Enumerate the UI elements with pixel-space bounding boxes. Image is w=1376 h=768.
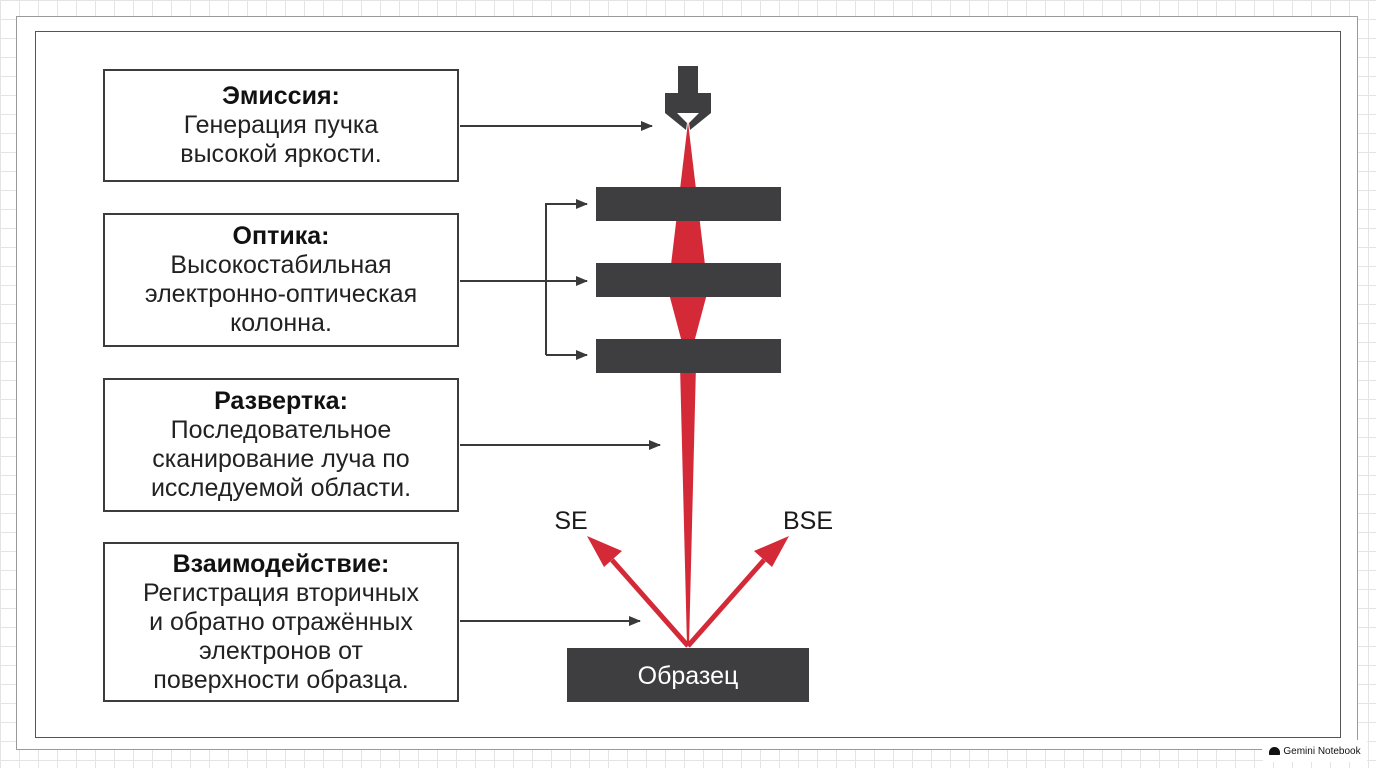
electron-beam-upper (668, 122, 708, 365)
scan-step-title: Развертка: (214, 387, 348, 415)
optics-connector-bracket (460, 199, 588, 360)
emission-step-box: Эмиссия: Генерация пучка высокой яркости… (103, 69, 459, 182)
optics-step-text: Высокостабильная электронно-оптическая к… (144, 251, 418, 337)
emission-step-title: Эмиссия: (222, 82, 340, 110)
optics-step-box: Оптика: Высокостабильная электронно-опти… (103, 213, 459, 347)
optics-step-title: Оптика: (232, 222, 330, 250)
electron-gun-icon (665, 66, 711, 130)
condenser-lens-1 (596, 187, 781, 221)
interaction-step-box: Взаимодействие: Регистрация вторичных и … (103, 542, 459, 702)
bse-emission-arrow (686, 536, 789, 648)
interaction-step-text: Регистрация вторичных и обратно отражённ… (142, 578, 420, 694)
se-emission-arrow (587, 536, 690, 648)
slide-inner-frame (35, 31, 1341, 738)
emission-step-text: Генерация пучка высокой яркости. (180, 111, 382, 168)
badge-label: Gemini Notebook (1283, 745, 1361, 757)
objective-lens (596, 339, 781, 373)
bse-label: BSE (783, 507, 833, 535)
electron-beam-lower (680, 365, 696, 646)
sample-label: Образец (638, 662, 739, 690)
condenser-lens-2 (596, 263, 781, 297)
sample-block (567, 648, 809, 702)
se-label: SE (554, 507, 587, 535)
scan-step-text: Последовательное сканирование луча по ис… (150, 416, 412, 502)
gemini-notebook-badge: Gemini Notebook (1262, 740, 1368, 762)
notebook-icon (1269, 747, 1281, 755)
interaction-step-title: Взаимодействие: (172, 549, 390, 578)
scan-step-box: Развертка: Последовательное сканирование… (103, 378, 459, 512)
